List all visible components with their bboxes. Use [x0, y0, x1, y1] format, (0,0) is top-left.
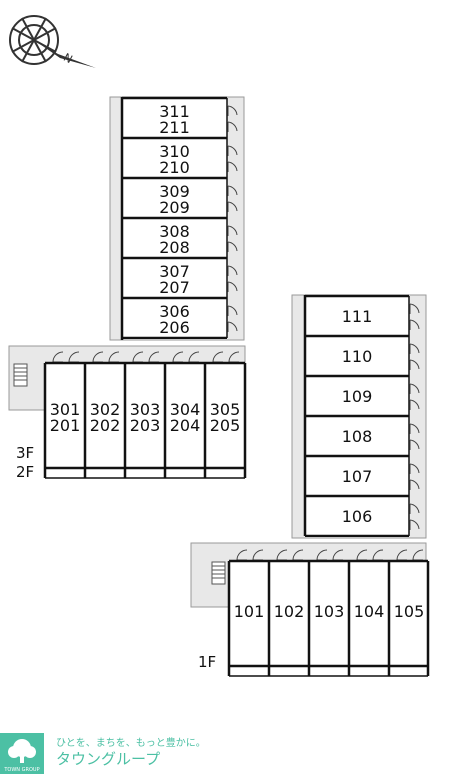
brand-logo: TOWN GROUP ひとを、まちを、もっと豊かに。 タウングループ [0, 733, 206, 774]
door-icon [227, 305, 238, 316]
door-icon [409, 399, 420, 410]
room: 107 [305, 456, 420, 498]
brand-logo-text: TOWN GROUP [3, 767, 39, 773]
room-label: 107 [342, 467, 373, 486]
staircase-icon [211, 561, 226, 585]
door-icon [409, 343, 420, 354]
brand-tagline: ひとを、まちを、もっと豊かに。 [56, 736, 206, 749]
door-icon [227, 161, 238, 172]
room-label: 111 [342, 307, 373, 326]
door-icon [409, 319, 420, 330]
door-icon [409, 423, 420, 434]
north-label: N [61, 51, 74, 66]
room: 109 [305, 376, 420, 418]
compass: N [9, 15, 96, 68]
door-icon [227, 225, 238, 236]
door-icon [227, 241, 238, 252]
room-label: 110 [342, 347, 373, 366]
room: 110 [305, 336, 420, 378]
door-icon [227, 281, 238, 292]
room-label: 103 [314, 602, 345, 621]
door-icon [409, 439, 420, 450]
door-icon [227, 201, 238, 212]
door-icon [227, 145, 238, 156]
room-label: 108 [342, 427, 373, 446]
lower-block: 111 110 109 108 107 106 [291, 294, 427, 539]
room-label: 104 [354, 602, 385, 621]
room: 106 [305, 496, 420, 538]
door-icon [409, 463, 420, 474]
door-icon [227, 121, 238, 132]
door-icon [409, 383, 420, 394]
room: 111 [305, 296, 420, 338]
room-label: 105 [394, 602, 425, 621]
door-icon [227, 265, 238, 276]
floor-label-2f: 2F [16, 463, 34, 481]
room-label: 109 [342, 387, 373, 406]
door-icon [227, 105, 238, 116]
room-label: 106 [342, 507, 373, 526]
lower-row: 101 102 103 104 105 1F [190, 542, 430, 677]
brand-name: タウングループ [56, 750, 160, 768]
floor-label-1f: 1F [198, 653, 216, 671]
door-icon [227, 321, 238, 332]
room-label: 102 [274, 602, 305, 621]
door-icon [409, 359, 420, 370]
door-icon [409, 503, 420, 514]
staircase-icon [13, 363, 28, 387]
room: 108 [305, 416, 420, 458]
tree-icon [8, 739, 36, 763]
door-icon [409, 303, 420, 314]
door-icon [409, 519, 420, 530]
room-label: 101 [234, 602, 265, 621]
room: 104 [347, 549, 385, 676]
floor-label-3f: 3F [16, 444, 34, 462]
door-icon [227, 185, 238, 196]
door-icon [409, 479, 420, 490]
